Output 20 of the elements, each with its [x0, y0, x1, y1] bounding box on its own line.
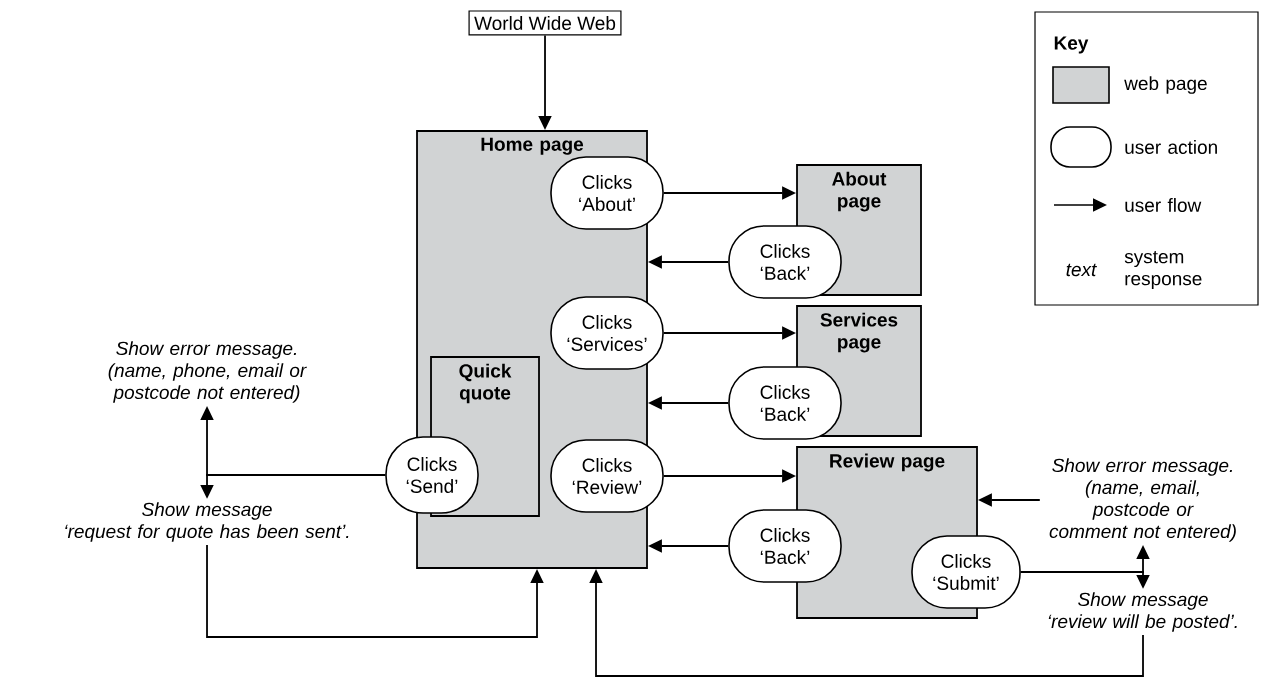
response-text: Show error message. (name, phone, email or postcode not entered) [108, 341, 307, 403]
legend-sample-text: text [1066, 263, 1097, 277]
source-box: World Wide Web [468, 10, 622, 36]
legend-label: system response [1124, 250, 1202, 290]
action-capsule: Clicks ‘About’ [550, 156, 664, 230]
action-capsule: Clicks ‘Back’ [728, 366, 842, 440]
action-capsule: Clicks ‘Back’ [728, 225, 842, 299]
legend-label: user action [1125, 140, 1217, 154]
action-capsule: Clicks ‘Submit’ [911, 535, 1021, 609]
legend-label: user flow [1125, 198, 1202, 212]
legend-label: web page [1124, 76, 1207, 94]
legend-title: Key [1054, 36, 1089, 54]
response-text: Show error message. (name, email, postcode or comment not entered) [1049, 458, 1236, 542]
response-text: Show message ‘request for quote has been sent’. [65, 502, 349, 542]
response-text: Show message ‘review will be posted’. [1048, 592, 1237, 632]
action-capsule: Clicks ‘Back’ [728, 509, 842, 583]
action-capsule: Clicks ‘Services’ [550, 296, 664, 370]
arrow [206, 544, 544, 638]
action-capsule: Clicks ‘Review’ [550, 439, 664, 513]
action-capsule: Clicks ‘Send’ [385, 436, 479, 514]
